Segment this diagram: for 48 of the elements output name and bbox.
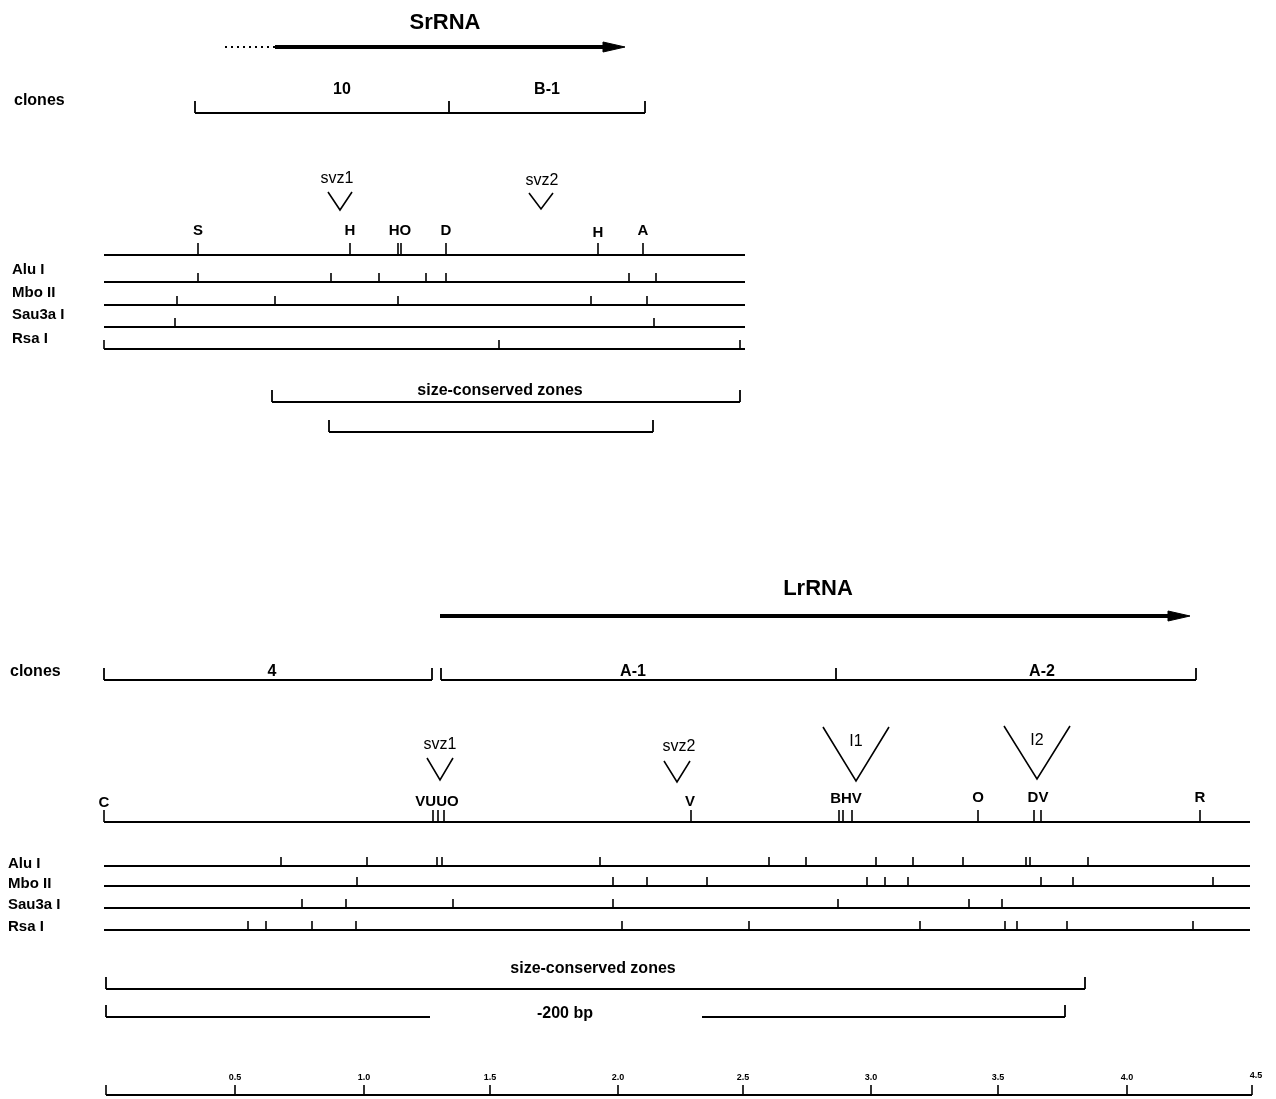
site-letter: H <box>592 223 604 239</box>
enzyme-label: Sau3a I <box>12 305 65 321</box>
site-letter: VUUO <box>415 792 459 808</box>
zone-label: svz2 <box>662 738 696 754</box>
site-letter: V <box>685 792 695 808</box>
row-label: clones <box>10 663 61 679</box>
zone-label: svz1 <box>423 736 457 752</box>
scale-number: 3.5 <box>991 1072 1005 1082</box>
enzyme-label: Rsa I <box>12 329 48 345</box>
scale-number: 3.0 <box>864 1072 878 1082</box>
scale-number: 1.0 <box>357 1072 371 1082</box>
clone-label: 10 <box>333 81 351 97</box>
enzyme-label: Rsa I <box>8 917 44 933</box>
zone-caption: size-conserved zones <box>510 960 676 976</box>
gene-label: SrRNA <box>409 11 481 33</box>
site-letter: D <box>440 221 452 237</box>
scale-number: 4.0 <box>1120 1072 1134 1082</box>
site-letter: R <box>1194 788 1206 804</box>
zone-label: svz1 <box>320 170 354 186</box>
scale-label: -200 bp <box>537 1005 593 1021</box>
site-letter: H <box>344 221 356 237</box>
clone-label: 4 <box>267 663 277 679</box>
scale-number: 4.5 <box>1249 1070 1263 1080</box>
enzyme-label: Alu I <box>12 260 45 276</box>
zone-caption: size-conserved zones <box>417 382 583 398</box>
clone-label: B-1 <box>534 81 560 97</box>
enzyme-label: Alu I <box>8 854 41 870</box>
enzyme-label: Mbo II <box>12 283 56 299</box>
clone-label: A-1 <box>620 663 646 679</box>
site-letter: A <box>637 221 649 237</box>
enzyme-label: Sau3a I <box>8 895 61 911</box>
clone-label: A-2 <box>1029 663 1055 679</box>
enzyme-label: Mbo II <box>8 874 52 890</box>
scale-number: 2.0 <box>611 1072 625 1082</box>
site-letter: S <box>193 221 203 237</box>
intron-label: I1 <box>849 733 863 749</box>
site-letter: O <box>972 788 984 804</box>
site-letter: HO <box>388 221 412 237</box>
site-letter: C <box>98 793 110 809</box>
gene-label: LrRNA <box>783 577 853 599</box>
zone-label: svz2 <box>525 172 559 188</box>
row-label: clones <box>14 92 65 108</box>
intron-label: I2 <box>1030 732 1044 748</box>
scale-number: 1.5 <box>483 1072 497 1082</box>
site-letter: BHV <box>830 789 862 805</box>
site-letter: DV <box>1027 788 1049 804</box>
scale-number: 0.5 <box>228 1072 242 1082</box>
scale-number: 2.5 <box>736 1072 750 1082</box>
